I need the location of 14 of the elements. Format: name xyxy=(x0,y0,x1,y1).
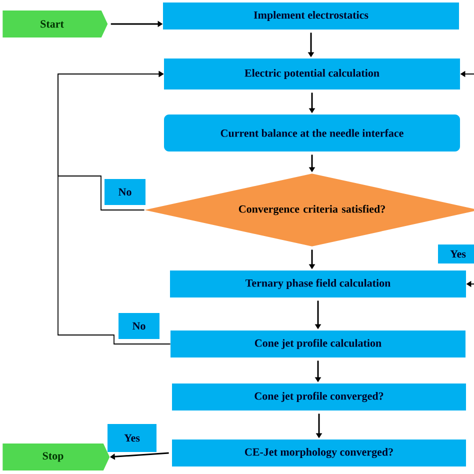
process-box: CE-Jet morphology converged? xyxy=(172,440,466,466)
process-box: Ternary phase field calculation xyxy=(170,270,466,298)
arrow xyxy=(58,70,171,344)
process-box: Current balance at the needle interface xyxy=(164,114,460,152)
edge-label: Yes xyxy=(438,244,474,264)
process-box: Cone jet profile calculation xyxy=(170,330,466,358)
edge-label: Yes xyxy=(108,424,156,452)
process-box: Cone jet profile converged? xyxy=(172,384,466,410)
process-box: Electric potential calculation xyxy=(164,58,460,90)
edge-label: No xyxy=(118,313,160,339)
edge-label: No xyxy=(104,179,146,205)
stop-terminal: Stop xyxy=(2,444,110,470)
process-box: Implement electrostatics xyxy=(163,2,459,30)
start-terminal: Start xyxy=(2,10,108,38)
